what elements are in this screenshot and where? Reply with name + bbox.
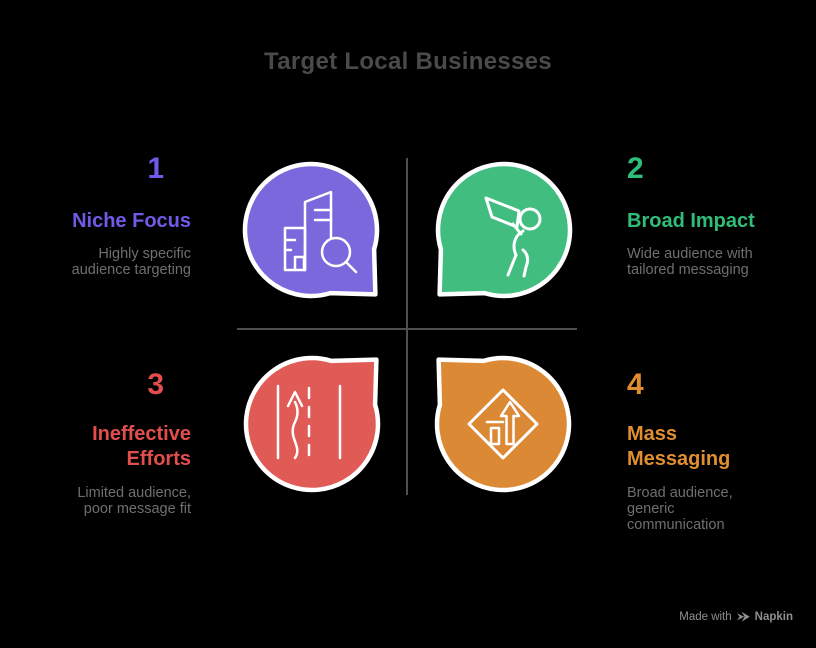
napkin-watermark[interactable]: Made with Napkin [679, 611, 793, 623]
megaphone-person-icon [484, 196, 542, 278]
buildings-search-icon [283, 190, 358, 274]
divider-vertical [406, 158, 408, 495]
watermark-prefix: Made with [679, 611, 732, 623]
quadrant-4-number: 4 [627, 368, 644, 401]
quadrant-1-description: Highly specific audience targeting [71, 246, 191, 278]
bubble-shape [242, 161, 380, 299]
napkin-logo-icon [736, 611, 750, 622]
bubble-shape [435, 161, 573, 299]
watermark-brand: Napkin [754, 611, 793, 623]
quadrant-3-number: 3 [147, 368, 164, 401]
bubble-shape [243, 355, 381, 493]
speech-bubble-ineffective-efforts [243, 355, 381, 493]
quadrant-3-heading: Ineffective Efforts [92, 423, 191, 470]
quadrant-2-number: 2 [627, 152, 644, 185]
speech-bubble-niche-focus [242, 161, 380, 299]
speech-bubble-broad-impact [435, 161, 573, 299]
quadrant-1-heading: Niche Focus [72, 210, 191, 232]
bubble-shape [434, 355, 572, 493]
quadrant-4-description: Broad audience, generic communication [627, 485, 733, 533]
quadrant-2-heading: Broad Impact [627, 210, 755, 232]
quadrant-1-number: 1 [147, 152, 164, 185]
page-title: Target Local Businesses [264, 48, 552, 75]
speech-bubble-mass-messaging [434, 355, 572, 493]
road-lanes-icon [276, 384, 342, 460]
divider-horizontal [237, 328, 577, 330]
quadrant-3-description: Limited audience, poor message fit [77, 485, 191, 517]
quadrant-2-description: Wide audience with tailored messaging [627, 246, 753, 278]
merge-road-sign-icon [467, 388, 539, 460]
quadrant-4-heading: Mass Messaging [627, 423, 731, 470]
